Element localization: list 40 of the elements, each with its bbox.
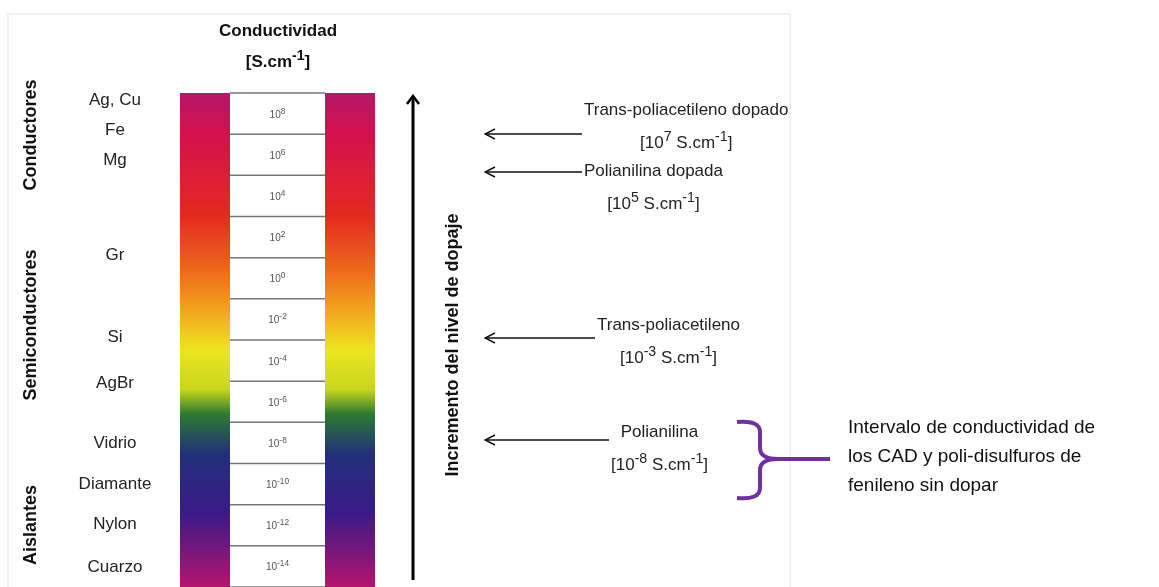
material-annotation: Polianilina	[619, 421, 700, 443]
scale-value: 10$^{-14}$	[264, 558, 291, 573]
material-label: Si	[106, 327, 124, 347]
material-annotation: [10$^{5}$ S.cm$^{-1}$]	[606, 188, 701, 215]
category-label: Aislantes	[19, 485, 41, 565]
category-label: Semiconductores	[19, 249, 41, 401]
material-annotation: Trans-poliacetileno dopado	[584, 99, 789, 121]
material-label: AgBr	[95, 373, 135, 393]
scale-value: 10$^{8}$	[268, 105, 287, 120]
scale-value: 10$^{-6}$	[267, 393, 288, 409]
material-label: Cuarzo	[86, 557, 144, 577]
scale-value: 10$^{2}$	[268, 229, 287, 244]
scale-value: 10$^{-2}$	[267, 311, 288, 326]
material-annotation: Trans-poliacetileno	[597, 314, 740, 336]
material-annotation: Polianilina dopada	[584, 160, 723, 182]
range-note: Intervalo de conductividad de los CAD y poli-disulfuros de fenileno sin dopar	[848, 415, 1097, 497]
scale-value: 10$^{4}$	[268, 187, 287, 203]
material-label: Ag, Cu	[88, 90, 142, 110]
scale-value: 10$^{-10}$	[264, 476, 291, 491]
material-annotation: [10$^{-8}$ S.cm$^{-1}$]	[611, 449, 708, 476]
category-label: Conductores	[19, 79, 41, 191]
material-label: Fe	[104, 120, 126, 140]
axis-label: Incremento del nivel de dopaje	[441, 213, 463, 477]
material-label: Vidrio	[92, 433, 138, 453]
material-label: Nylon	[92, 514, 138, 534]
scale-value: 10$^{-4}$	[267, 352, 288, 367]
arrow	[484, 166, 583, 178]
material-annotation: [10$^{7}$ S.cm$^{-1}$]	[639, 127, 734, 154]
arrow	[484, 332, 596, 344]
scale-value: 10$^{6}$	[268, 146, 287, 162]
scale-heading: Conductividad [S.cm$^{-1}$]	[217, 20, 339, 73]
scale-value: 10$^{-12}$	[264, 517, 291, 532]
material-label: Mg	[102, 150, 128, 170]
arrow	[484, 434, 610, 446]
scale-value: 10$^{0}$	[268, 270, 287, 285]
material-label: Diamante	[77, 474, 153, 494]
material-label: Gr	[104, 245, 126, 265]
arrow	[484, 128, 583, 140]
material-annotation: [10$^{-3}$ S.cm$^{-1}$]	[619, 342, 718, 369]
scale-value: 10$^{-8}$	[267, 434, 288, 450]
